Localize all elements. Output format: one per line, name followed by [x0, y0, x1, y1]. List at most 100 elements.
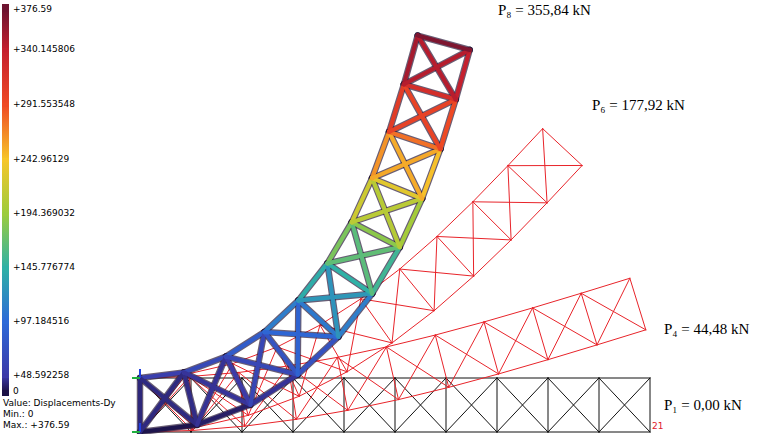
truss-member	[398, 387, 448, 399]
truss-member	[434, 276, 474, 311]
legend-value: +291.553548	[13, 99, 75, 110]
truss-member	[548, 378, 599, 432]
truss-member	[386, 347, 398, 400]
legend-value: +242.96129	[13, 154, 69, 165]
legend-caption: Max.: +376.59	[3, 420, 69, 431]
node-number: 21	[652, 421, 663, 432]
truss-member	[140, 378, 141, 432]
support-arrow	[132, 431, 140, 433]
legend-value: +48.592258	[13, 370, 69, 381]
load-label: P₆ = 177,92 kN	[592, 96, 685, 114]
truss-member	[197, 357, 226, 425]
truss-member	[337, 347, 386, 357]
truss-member	[293, 378, 294, 432]
truss-member	[140, 425, 197, 432]
truss-member	[650, 378, 651, 432]
member-outline	[338, 294, 372, 337]
truss-member	[299, 372, 347, 397]
truss-member	[395, 378, 446, 379]
truss-member	[337, 357, 398, 399]
member-outline	[264, 300, 298, 332]
truss-member	[597, 330, 646, 345]
truss-member	[191, 432, 242, 433]
legend-swatch	[2, 103, 9, 107]
truss-member	[548, 378, 599, 379]
truss-member	[484, 308, 533, 322]
truss-member	[298, 263, 327, 300]
truss-member	[298, 294, 372, 301]
truss-member	[543, 129, 547, 203]
truss-member	[344, 378, 345, 432]
truss-member	[327, 263, 338, 336]
truss-member	[400, 269, 434, 311]
truss-member	[473, 166, 508, 202]
truss-member	[599, 432, 650, 433]
legend-value: +145.776774	[13, 262, 75, 273]
truss-member	[400, 269, 474, 276]
truss-member	[472, 202, 474, 276]
truss-member	[344, 378, 395, 432]
support-arrow	[132, 377, 140, 379]
legend-caption: Value: Displacements-Dy	[3, 398, 116, 409]
load-label: P₁ = 0,00 kN	[664, 396, 742, 414]
member-outline	[250, 332, 264, 405]
truss-member	[398, 335, 435, 400]
truss-member	[264, 332, 338, 337]
member-outline	[298, 337, 339, 375]
truss-member	[264, 332, 297, 375]
truss-member	[434, 236, 437, 310]
truss-member	[547, 165, 582, 202]
truss-member	[348, 347, 387, 410]
truss-member	[599, 378, 650, 432]
truss-member	[184, 372, 197, 424]
truss-member	[497, 378, 548, 379]
truss-member	[395, 378, 446, 432]
truss-member	[140, 372, 184, 432]
truss-member	[418, 36, 470, 50]
support-symbol	[132, 369, 140, 432]
truss-member	[242, 432, 293, 433]
member-outline	[294, 300, 301, 374]
legend-value: +340.145806	[13, 44, 75, 55]
legend-swatch	[2, 212, 9, 216]
legend-swatch	[2, 8, 9, 12]
truss-member	[449, 322, 484, 387]
truss-member	[599, 378, 600, 432]
load-label: P₈ = 355,84 kN	[498, 1, 591, 19]
truss-member	[140, 378, 141, 432]
truss-member	[508, 166, 547, 203]
legend-value: +194.369032	[13, 208, 75, 219]
truss-member	[499, 308, 533, 374]
truss-member	[435, 322, 484, 335]
legend-swatch	[2, 390, 9, 394]
truss-member	[361, 299, 434, 311]
truss-member	[497, 378, 548, 432]
truss-member	[348, 400, 399, 411]
truss-member	[395, 432, 446, 433]
truss-member	[392, 269, 400, 343]
truss-member	[245, 419, 297, 426]
truss-member	[581, 278, 630, 293]
truss-member	[511, 203, 547, 240]
color-bar	[2, 4, 9, 396]
truss-member	[599, 378, 650, 379]
truss-member	[548, 293, 581, 359]
legend-value: +376.59	[13, 4, 52, 15]
truss-member	[543, 129, 582, 166]
truss-member	[338, 294, 372, 337]
legend-swatch	[2, 320, 9, 324]
truss-member	[293, 432, 344, 433]
truss-member	[599, 378, 650, 432]
truss-member	[138, 378, 142, 432]
support-arrow	[139, 369, 141, 378]
member-outline	[264, 332, 338, 337]
truss-member	[499, 360, 548, 374]
truss-member	[437, 202, 473, 237]
truss-member	[497, 378, 498, 432]
legend-caption: Min.: 0	[3, 409, 33, 420]
truss-member	[473, 202, 511, 240]
truss-member	[548, 378, 549, 432]
member-outline	[140, 425, 197, 432]
deformed-truss-p6	[140, 129, 582, 432]
